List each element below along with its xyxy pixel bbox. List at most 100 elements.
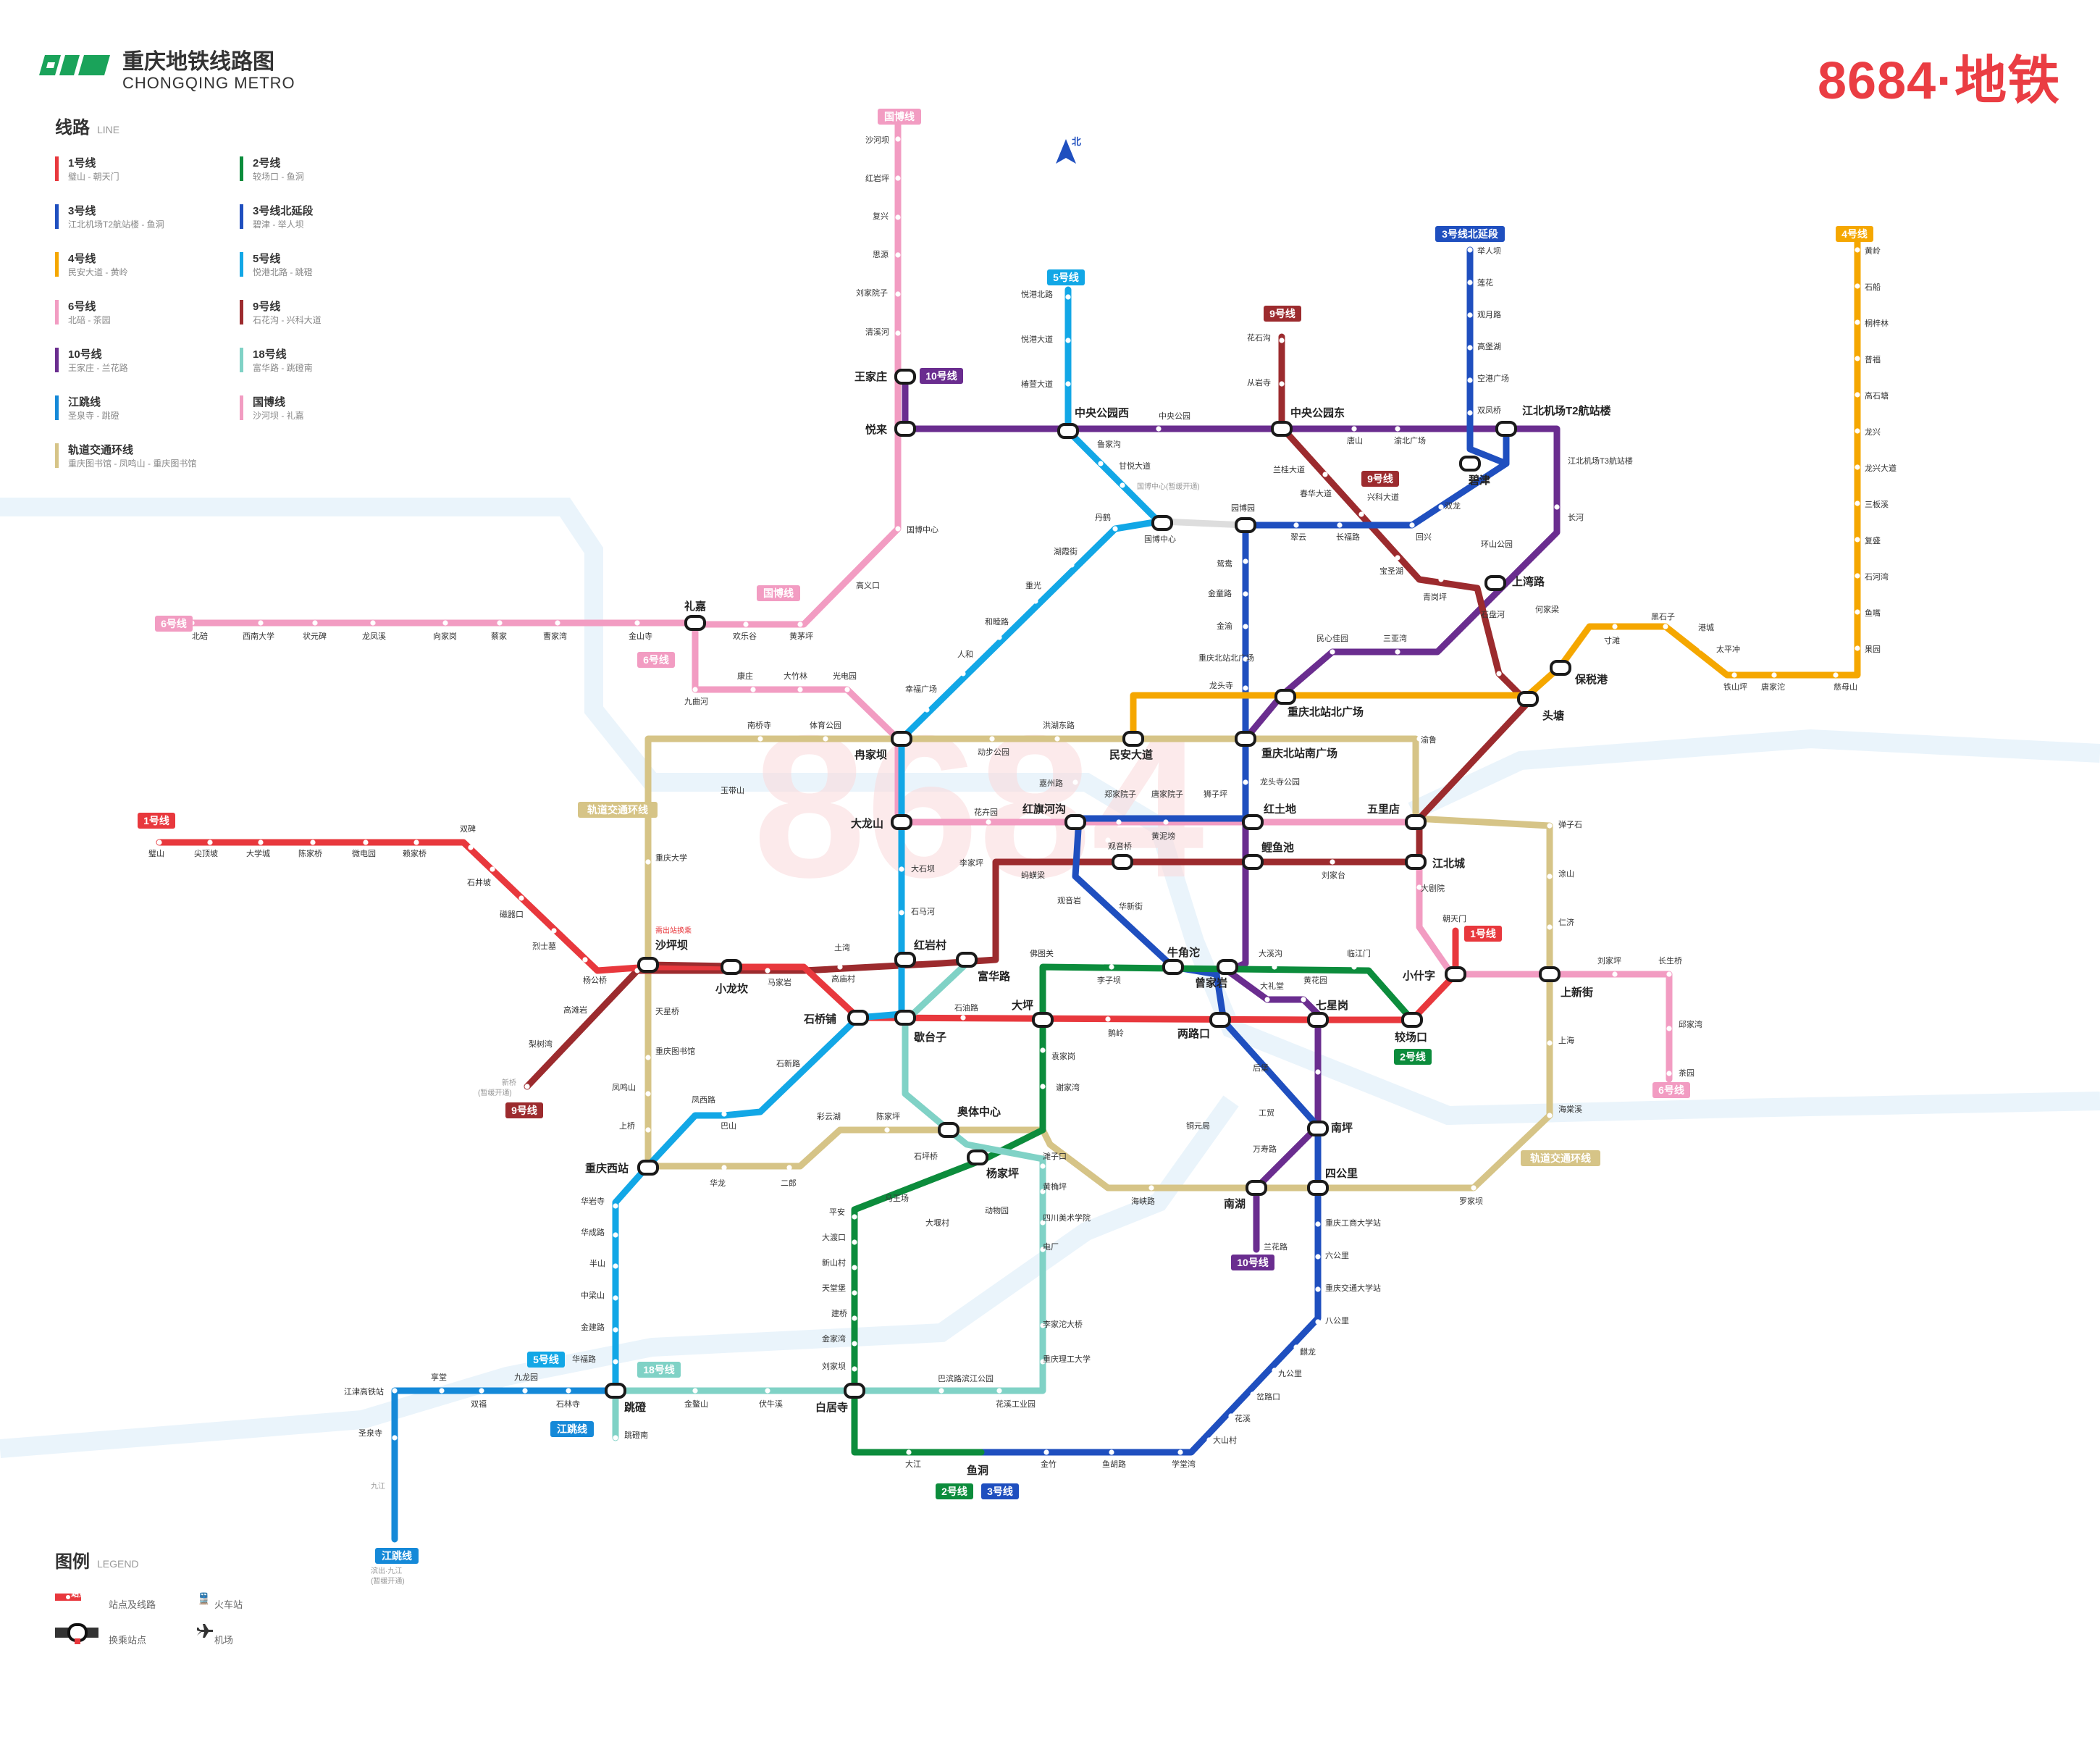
station-dot[interactable]	[1351, 426, 1357, 432]
station-label[interactable]: 石桥铺	[803, 1013, 836, 1026]
station-label[interactable]: 红岩村	[914, 939, 946, 952]
station-label[interactable]: 鲁家沟	[1097, 439, 1121, 449]
station-label[interactable]: 金鳌山	[684, 1399, 708, 1409]
station-label[interactable]: 重庆理工大学	[1043, 1354, 1091, 1364]
interchange-station[interactable]	[1217, 959, 1238, 975]
interchange-station[interactable]	[637, 1160, 659, 1176]
station-label[interactable]: 杨家坪	[986, 1167, 1019, 1180]
line-tag[interactable]: 6号线	[637, 652, 675, 668]
station-label[interactable]: 大江	[905, 1459, 921, 1469]
interchange-station[interactable]	[1242, 814, 1264, 830]
station-label[interactable]: 重庆北站北广场	[1198, 653, 1254, 663]
station-label[interactable]: 鱼洞	[967, 1464, 988, 1477]
station-label[interactable]: 华龙	[710, 1178, 726, 1188]
station-dot[interactable]	[1040, 1247, 1046, 1252]
station-dot[interactable]	[1855, 392, 1860, 398]
station-label[interactable]: 江北城	[1432, 857, 1465, 870]
station-label[interactable]: 悦港大道	[1021, 334, 1053, 344]
line-tag[interactable]: 4号线	[1836, 226, 1873, 242]
station-dot[interactable]	[852, 1341, 857, 1347]
interchange-station[interactable]	[1495, 421, 1517, 437]
station-label[interactable]: 铜元局	[1186, 1121, 1210, 1131]
station-label[interactable]: 李子坝	[1097, 975, 1121, 985]
interchange-station[interactable]	[1209, 1012, 1231, 1028]
station-label[interactable]: 邱家湾	[1679, 1019, 1702, 1029]
station-label[interactable]: 石林寺	[556, 1399, 580, 1409]
station-label[interactable]: 重庆交通大学站	[1325, 1283, 1381, 1293]
station-label[interactable]: 湖霞街	[1054, 546, 1078, 556]
station-label[interactable]: 金童路	[1208, 588, 1232, 598]
station-label[interactable]: 大山村	[1213, 1435, 1237, 1445]
station-dot[interactable]	[439, 1388, 445, 1394]
station-label[interactable]: 金山寺	[629, 631, 652, 641]
station-dot[interactable]	[1072, 895, 1078, 901]
station-dot[interactable]	[721, 1165, 727, 1171]
station-label[interactable]: 曹家湾	[543, 631, 567, 641]
station-label[interactable]: 尖顶坡	[194, 849, 218, 858]
line-tag[interactable]: 3号线	[981, 1483, 1019, 1499]
station-dot[interactable]	[837, 964, 843, 970]
station-dot[interactable]	[786, 1165, 792, 1171]
station-label[interactable]: 刘家坪	[1597, 955, 1621, 966]
station-label[interactable]: 赖家桥	[403, 848, 427, 858]
station-dot[interactable]	[946, 1215, 952, 1221]
station-dot[interactable]	[1467, 280, 1473, 285]
station-label[interactable]: 高滩岩	[563, 1005, 587, 1015]
station-label[interactable]: 渝北广场	[1394, 435, 1426, 445]
station-label[interactable]: 半山	[589, 1258, 605, 1268]
interchange-station[interactable]	[1057, 423, 1079, 439]
station-label[interactable]: 丹鹤	[1095, 512, 1111, 522]
station-dot[interactable]	[1033, 598, 1038, 604]
station-label[interactable]: 龙兴	[1865, 427, 1881, 437]
station-dot[interactable]	[613, 1435, 618, 1441]
station-label[interactable]: 海峡路	[1131, 1196, 1155, 1206]
station-label[interactable]: 彩云湖	[817, 1112, 841, 1121]
interchange-station[interactable]	[1235, 731, 1256, 747]
station-dot[interactable]	[823, 736, 828, 742]
station-label[interactable]: 高堡湖	[1477, 341, 1501, 351]
station-dot[interactable]	[884, 1127, 890, 1133]
station-label[interactable]: 礼嘉	[684, 600, 706, 613]
station-dot[interactable]	[1699, 645, 1705, 651]
interchange-station[interactable]	[1401, 1012, 1423, 1028]
station-label[interactable]: 小什字	[1403, 969, 1435, 982]
station-label[interactable]: 马王场	[885, 1193, 909, 1203]
station-label[interactable]: 罗家坝	[1459, 1196, 1483, 1206]
station-dot[interactable]	[765, 968, 770, 973]
station-label[interactable]: 花溪	[1235, 1414, 1251, 1423]
station-label[interactable]: 三亚湾	[1383, 633, 1407, 643]
interchange-station[interactable]	[956, 952, 978, 968]
station-dot[interactable]	[1322, 472, 1328, 477]
station-dot[interactable]	[1040, 1323, 1046, 1328]
station-label[interactable]: 沙坪坝	[655, 939, 688, 952]
station-dot[interactable]	[1112, 526, 1118, 532]
station-label[interactable]: 梨树湾	[529, 1039, 553, 1049]
station-label[interactable]: 莲花	[1477, 278, 1493, 288]
interchange-station[interactable]	[891, 731, 912, 747]
station-dot[interactable]	[989, 736, 995, 742]
station-dot[interactable]	[497, 620, 503, 626]
station-label[interactable]: 重庆北站南广场	[1261, 747, 1337, 760]
line-tag[interactable]: 9号线	[1361, 471, 1399, 487]
station-dot[interactable]	[1250, 1391, 1256, 1397]
station-dot[interactable]	[1040, 1163, 1046, 1169]
station-dot[interactable]	[645, 1091, 651, 1097]
station-label[interactable]: 黄岭	[1865, 246, 1881, 256]
station-label[interactable]: 观音桥	[1108, 841, 1132, 851]
station-label[interactable]: 金竹	[1041, 1459, 1057, 1469]
station-dot[interactable]	[613, 1263, 618, 1269]
station-label[interactable]: 谢家湾	[1056, 1082, 1080, 1092]
station-label[interactable]: 三板溪	[1865, 499, 1889, 509]
station-dot[interactable]	[779, 1073, 785, 1079]
station-label[interactable]: 太平冲	[1716, 644, 1740, 654]
interchange-station[interactable]	[847, 1010, 869, 1026]
interchange-station[interactable]	[1271, 421, 1293, 437]
station-label[interactable]: 大石坝	[911, 863, 935, 874]
station-label[interactable]: 滩子口	[1043, 1151, 1067, 1161]
interchange-station[interactable]	[1162, 959, 1184, 975]
station-dot[interactable]	[490, 866, 495, 872]
station-dot[interactable]	[721, 794, 727, 800]
station-dot[interactable]	[1315, 1069, 1321, 1075]
interchange-station[interactable]	[1307, 1012, 1329, 1028]
station-dot[interactable]	[895, 291, 901, 297]
